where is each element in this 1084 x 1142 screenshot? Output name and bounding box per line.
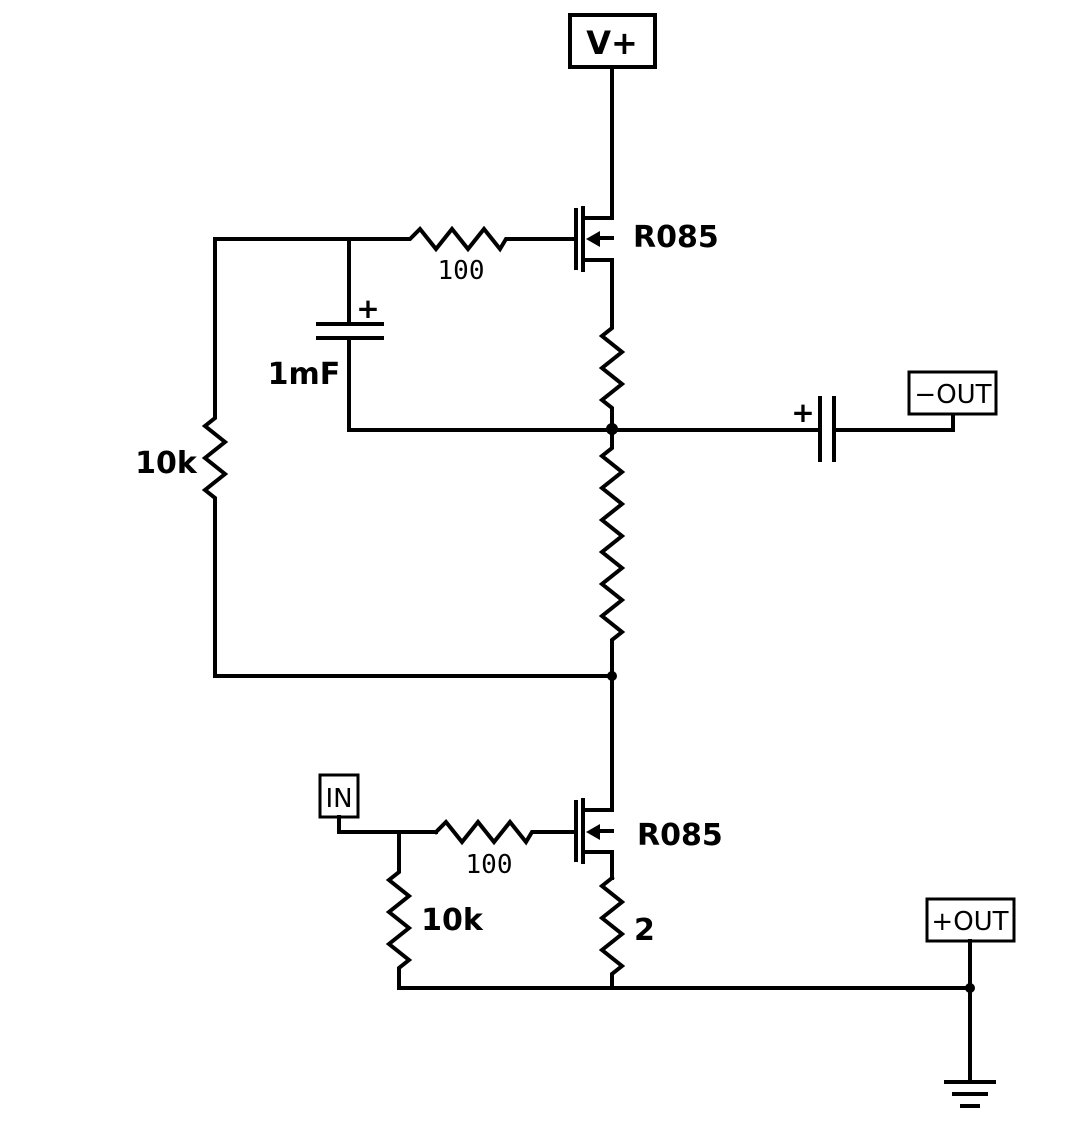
lower-mosfet-arrow (586, 824, 600, 840)
upper-source-resistor (598, 318, 626, 432)
out-minus-label: −OUT (914, 380, 991, 410)
lower-gate-pulldown-label: 10k (421, 903, 484, 938)
input-terminal: IN (318, 773, 360, 819)
bootstrap-cap-label: 1mF (268, 357, 341, 392)
feedback-resistor-label: 10k (135, 446, 198, 481)
upper-gate-resistor (213, 225, 578, 253)
upper-mosfet-drain-source (581, 216, 614, 322)
output-cap-right-wire (834, 412, 955, 432)
upper-mosfet-label: R085 (633, 220, 719, 255)
out-minus-terminal: −OUT (907, 370, 998, 416)
feedback-resistor (201, 237, 614, 678)
input-wire (337, 815, 438, 834)
bootstrap-cap-polarity: + (356, 292, 379, 325)
middle-resistor (598, 428, 626, 678)
lower-mosfet-label: R085 (637, 818, 723, 853)
lower-mosfet: R085 (574, 798, 723, 880)
out-plus-terminal: +OUT (925, 897, 1016, 943)
bootstrap-capacitor: + 1mF (268, 237, 614, 432)
vplus-terminal: V+ (568, 13, 657, 69)
upper-mosfet: R085 (574, 206, 719, 322)
lower-gate-resistor-label: 100 (466, 850, 513, 880)
output-capacitor: + (610, 396, 955, 462)
upper-mosfet-arrow (586, 231, 600, 247)
lower-source-resistor-label: 2 (634, 913, 655, 948)
vplus-label: V+ (586, 24, 638, 62)
lower-source-resistor (598, 875, 626, 990)
ground-icon (944, 1080, 996, 1108)
bootstrap-cap-bottom-wire (347, 338, 614, 432)
output-cap-polarity: + (791, 396, 814, 429)
lower-gate-pulldown-resistor (385, 830, 413, 990)
upper-gate-resistor-label: 100 (438, 256, 485, 286)
input-label: IN (325, 784, 352, 814)
out-plus-label: +OUT (931, 907, 1008, 937)
lower-gate-resistor (433, 818, 578, 846)
lower-mosfet-drain-source (581, 808, 614, 880)
